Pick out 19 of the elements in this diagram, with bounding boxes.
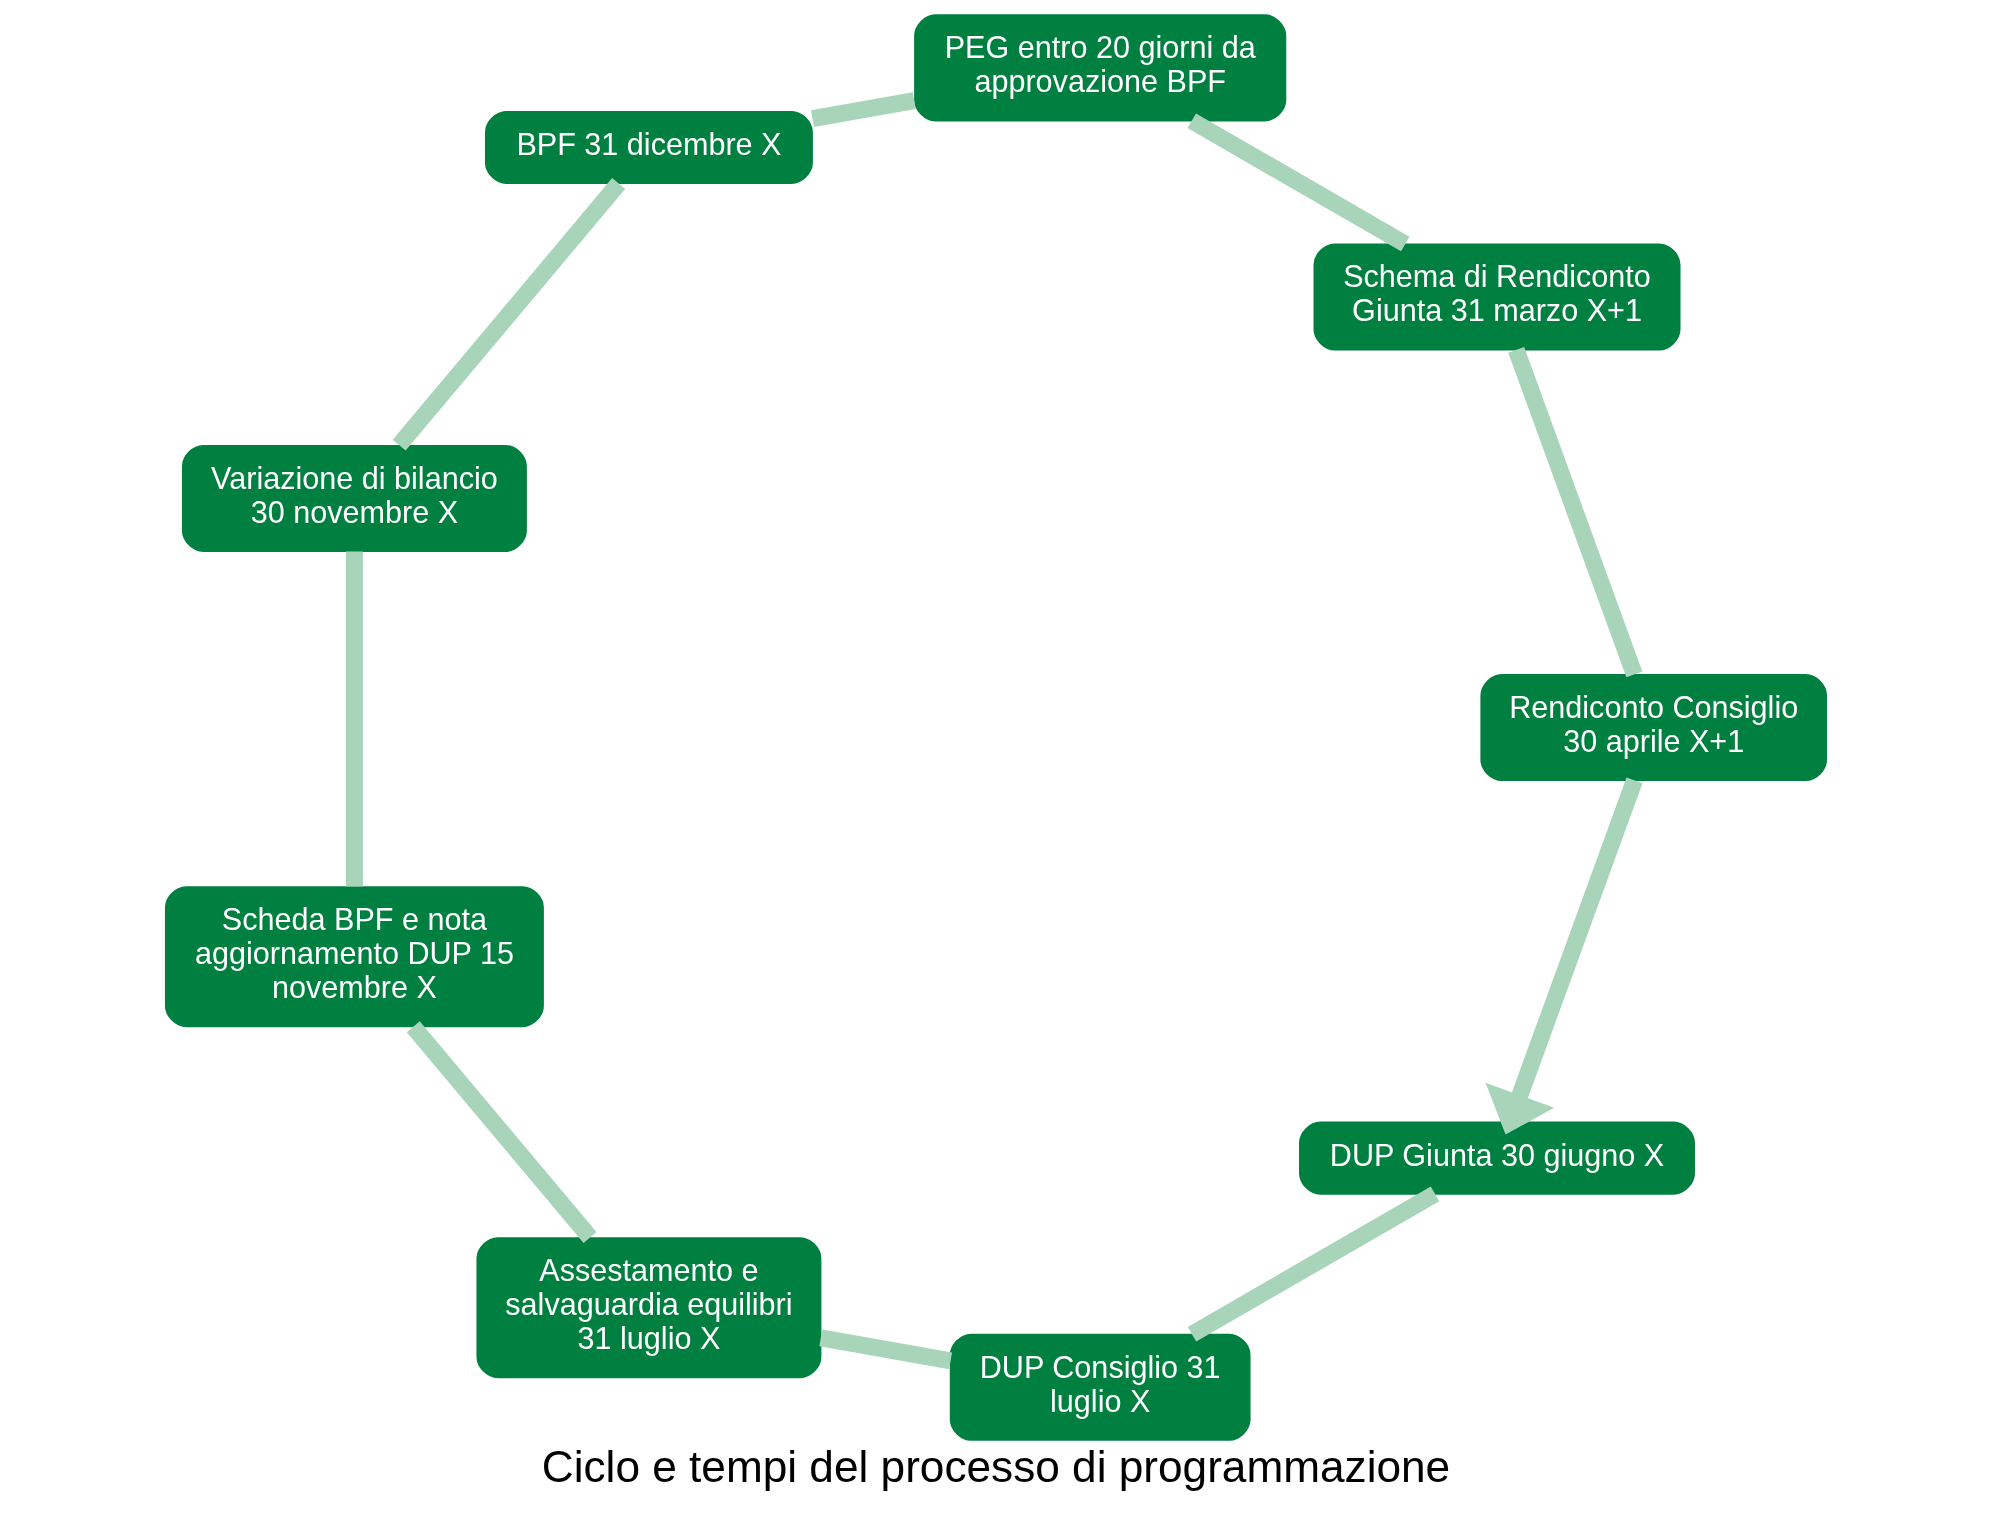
connector xyxy=(406,1021,597,1243)
diagram-title: Ciclo e tempi del processo di programmazione xyxy=(541,1442,1451,1492)
node-box: DUP Giunta 30 giugno X xyxy=(1299,1121,1695,1195)
connector xyxy=(819,1329,953,1370)
node-box: PEG entro 20 giorni da approvazione BPF xyxy=(914,14,1287,122)
connector xyxy=(1187,1186,1440,1342)
node-box: Assestamento e salvaguardia equilibri 31 luglio X xyxy=(476,1237,822,1379)
arrow xyxy=(1485,777,1643,1135)
node-box: Rendiconto Consiglio 30 aprile X+1 xyxy=(1480,674,1828,782)
connector xyxy=(1187,113,1410,252)
connector xyxy=(1508,346,1643,678)
connector xyxy=(345,551,363,887)
connector xyxy=(811,92,916,127)
node-box: Variazione di bilancio 30 novembre X xyxy=(181,444,527,552)
node-box: BPF 31 dicembre X xyxy=(484,110,813,184)
node-box: Scheda BPF e nota aggiornamento DUP 15 novembre X xyxy=(164,886,544,1028)
node-box: DUP Consiglio 31 luglio X xyxy=(949,1333,1251,1441)
node-box: Schema di Rendiconto Giunta 31 marzo X+1 xyxy=(1313,243,1681,351)
connector xyxy=(392,178,626,451)
